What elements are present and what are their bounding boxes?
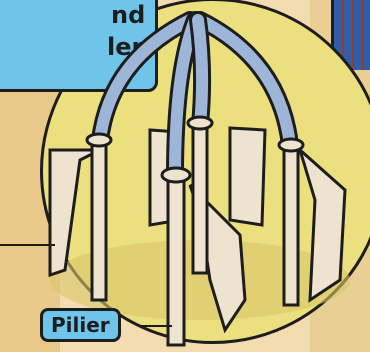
pillar-label: Pilier xyxy=(40,308,121,342)
callout-line-1: nd xyxy=(111,1,146,29)
